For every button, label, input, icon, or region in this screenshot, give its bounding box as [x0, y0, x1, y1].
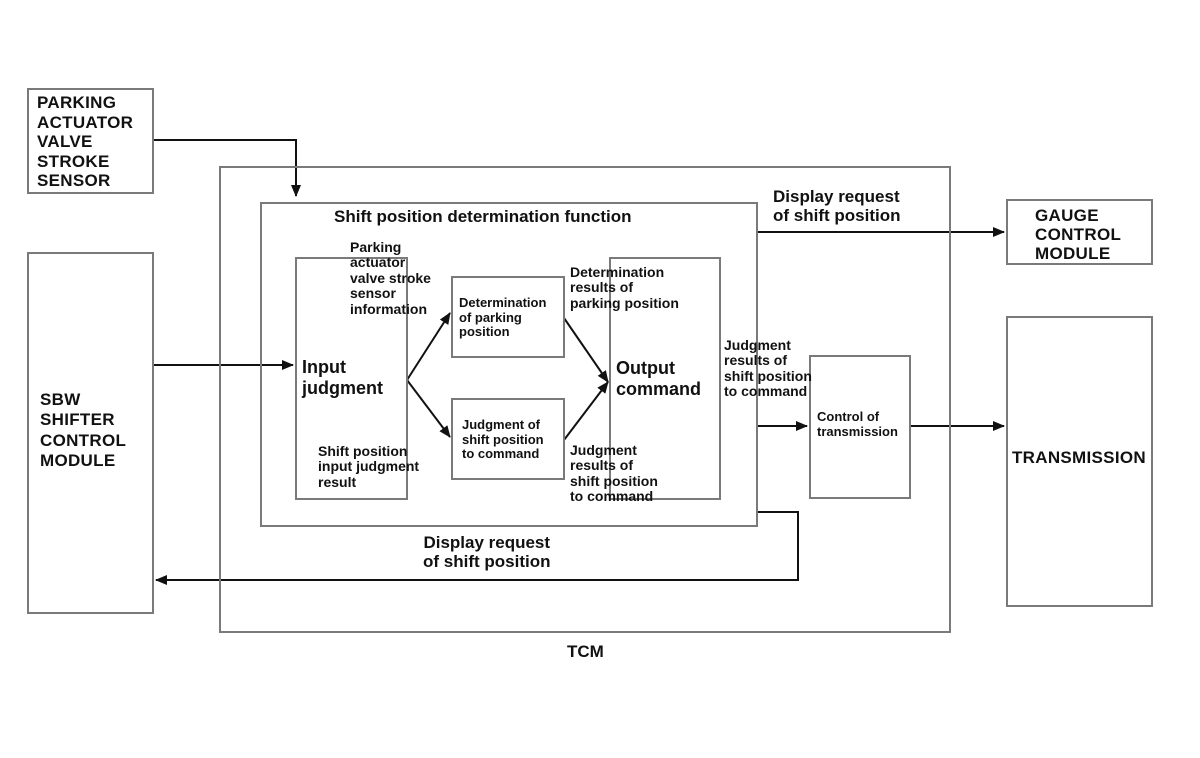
function-title: Shift position determination function: [334, 207, 632, 226]
function-box: [260, 202, 758, 527]
input-judgment-box: [295, 257, 408, 500]
transmission-label: TRANSMISSION: [1012, 448, 1146, 467]
parking-sensor-label: PARKING ACTUATOR VALVE STROKE SENSOR: [37, 93, 134, 191]
gauge-module-box: [1006, 199, 1153, 265]
tcm-box: [219, 166, 951, 633]
sbw-module-box: [27, 252, 154, 614]
display-request-bottom-label: Display request of shift position: [423, 533, 551, 571]
determination-box: [451, 276, 565, 358]
sbw-module-label: SBW SHIFTER CONTROL MODULE: [40, 390, 127, 471]
input-judgment-label: Input judgment: [302, 357, 383, 398]
parking-sensor-box: [27, 88, 154, 194]
arrow-input-to-determination: [406, 312, 451, 381]
gauge-module-label: GAUGE CONTROL MODULE: [1035, 206, 1122, 264]
determination-results-label: Determination results of parking positio…: [570, 264, 679, 311]
parking-sensor-info-label: Parking actuator valve stroke sensor inf…: [350, 239, 431, 317]
display-request-top-label: Display request of shift position: [773, 187, 901, 225]
output-command-label: Output command: [616, 358, 702, 399]
control-transmission-box: [809, 355, 911, 499]
arrow-sensor-to-function: [153, 139, 301, 197]
judgment-box: [451, 398, 565, 480]
transmission-box: [1006, 316, 1153, 607]
output-command-box: [609, 257, 721, 500]
arrow-function-to-sbw: [155, 511, 799, 585]
judgment-results-lower-label: Judgment results of shift position to co…: [570, 442, 658, 505]
judgment-label: Judgment of shift position to command: [462, 417, 544, 462]
tcm-label: TCM: [567, 642, 604, 661]
judgment-results-right-label: Judgment results of shift position to co…: [724, 337, 812, 400]
shift-input-result-label: Shift position input judgment result: [318, 443, 420, 490]
arrow-judgment-to-output: [563, 381, 609, 441]
arrow-input-to-judgment: [406, 379, 451, 438]
determination-label: Determination of parking position: [459, 295, 547, 340]
arrow-determination-to-output: [563, 317, 609, 383]
control-transmission-label: Control of transmission: [817, 409, 898, 439]
